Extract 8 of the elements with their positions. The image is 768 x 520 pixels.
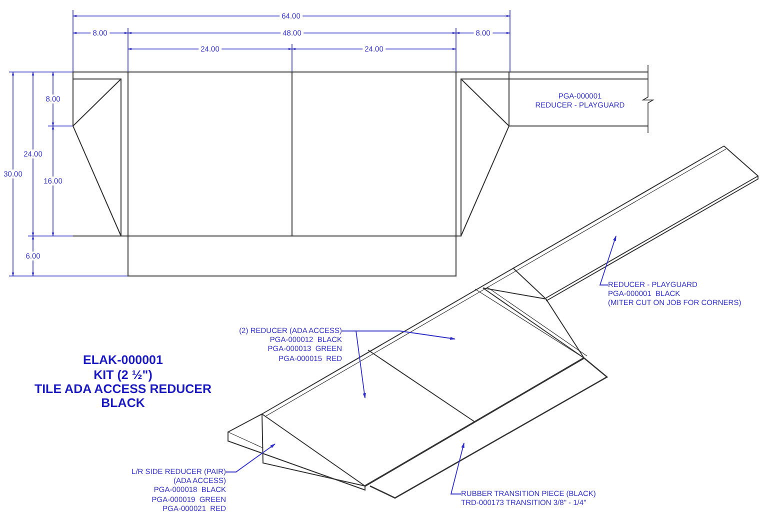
title-text: TILE ADA ACCESS REDUCER (34, 382, 212, 396)
leader-line (599, 235, 616, 286)
title-text: BLACK (101, 396, 145, 410)
leader-line (342, 330, 456, 340)
title-text: KIT (2 ½") (94, 368, 152, 382)
title-text: ELAK-000001 (83, 353, 163, 367)
leader-line (226, 444, 276, 472)
leader-line (450, 442, 464, 494)
